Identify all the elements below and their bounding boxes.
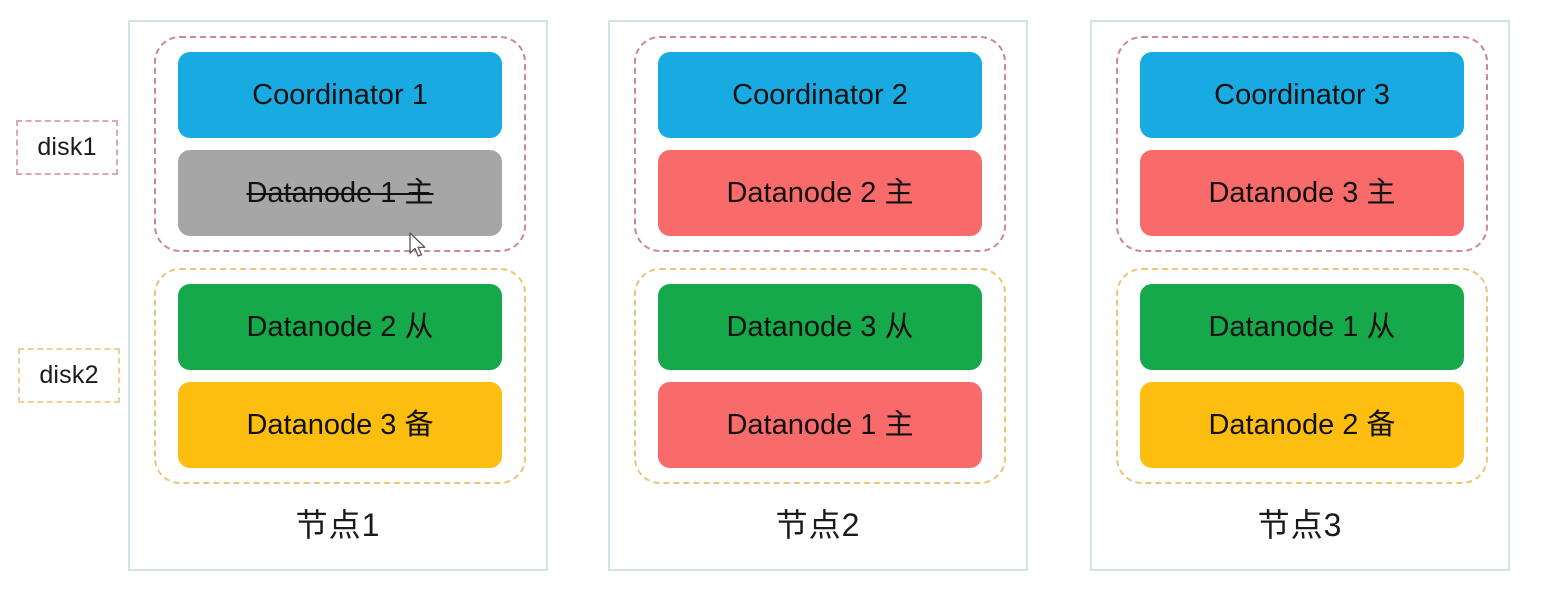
node-2-disk1-service-2[interactable]: Datanode 2 主 xyxy=(658,150,982,236)
disk2-legend-text: disk2 xyxy=(39,361,99,389)
node-2-disk2-service-1[interactable]: Datanode 3 从 xyxy=(658,284,982,370)
node-2-disk2-service-2-label: Datanode 1 主 xyxy=(726,408,914,441)
node-1-disk1-service-2[interactable]: Datanode 1 主 xyxy=(178,150,502,236)
node-column-1[interactable]: Coordinator 1 Datanode 1 主 Datanode 2 从 … xyxy=(128,20,548,571)
node-3-caption: 节点3 xyxy=(1257,507,1343,543)
disk1-legend-text: disk1 xyxy=(37,133,97,161)
node-1-disk2-group: Datanode 2 从 Datanode 3 备 xyxy=(154,268,526,484)
node-2-disk1-group: Coordinator 2 Datanode 2 主 xyxy=(634,36,1006,252)
node-1-disk2-service-2[interactable]: Datanode 3 备 xyxy=(178,382,502,468)
node-column-3[interactable]: Coordinator 3 Datanode 3 主 Datanode 1 从 … xyxy=(1090,20,1510,571)
node-1-disk2-service-1[interactable]: Datanode 2 从 xyxy=(178,284,502,370)
node-1-disk2-service-1-label: Datanode 2 从 xyxy=(246,310,434,343)
node-1-disk1-group: Coordinator 1 Datanode 1 主 xyxy=(154,36,526,252)
node-3-disk1-service-2-label: Datanode 3 主 xyxy=(1208,176,1396,209)
node-1-disk1-service-1[interactable]: Coordinator 1 xyxy=(178,52,502,138)
node-3-disk2-service-2[interactable]: Datanode 2 备 xyxy=(1140,382,1464,468)
node-3-disk1-service-1-label: Coordinator 3 xyxy=(1214,78,1390,111)
node-3-disk1-group: Coordinator 3 Datanode 3 主 xyxy=(1116,36,1488,252)
node-1-disk1-service-2-label: Datanode 1 主 xyxy=(246,176,434,209)
node-2-disk1-service-1-label: Coordinator 2 xyxy=(732,78,908,111)
node-3-disk2-group: Datanode 1 从 Datanode 2 备 xyxy=(1116,268,1488,484)
node-3-disk2-service-1[interactable]: Datanode 1 从 xyxy=(1140,284,1464,370)
disk1-legend-label: disk1 xyxy=(16,120,118,175)
node-2-caption: 节点2 xyxy=(775,507,861,543)
disk2-legend-label: disk2 xyxy=(18,348,120,403)
node-2-disk1-service-2-label: Datanode 2 主 xyxy=(726,176,914,209)
node-2-disk2-service-1-label: Datanode 3 从 xyxy=(726,310,914,343)
node-2-disk1-service-1[interactable]: Coordinator 2 xyxy=(658,52,982,138)
node-2-disk2-service-2[interactable]: Datanode 1 主 xyxy=(658,382,982,468)
node-3-disk2-service-2-label: Datanode 2 备 xyxy=(1208,408,1396,441)
node-3-disk1-service-1[interactable]: Coordinator 3 xyxy=(1140,52,1464,138)
node-column-2[interactable]: Coordinator 2 Datanode 2 主 Datanode 3 从 … xyxy=(608,20,1028,571)
node-3-disk2-service-1-label: Datanode 1 从 xyxy=(1208,310,1396,343)
node-1-disk1-service-1-label: Coordinator 1 xyxy=(252,78,428,111)
node-3-disk1-service-2[interactable]: Datanode 3 主 xyxy=(1140,150,1464,236)
node-1-disk2-service-2-label: Datanode 3 备 xyxy=(246,408,434,441)
node-1-caption: 节点1 xyxy=(295,507,381,543)
node-2-disk2-group: Datanode 3 从 Datanode 1 主 xyxy=(634,268,1006,484)
